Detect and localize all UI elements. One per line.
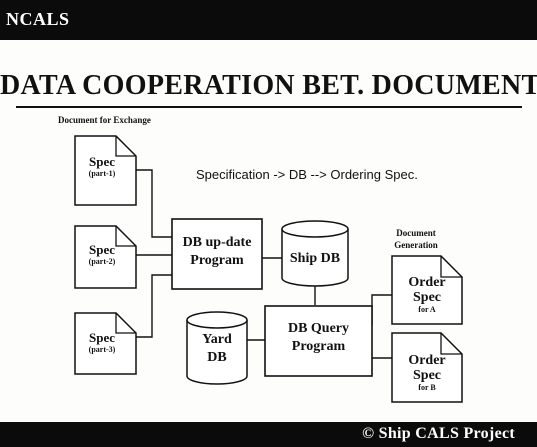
order-spec-a-label: Order Spec for A — [396, 275, 458, 315]
db-query-line2: Program — [291, 338, 346, 354]
connector-spec1-update — [136, 169, 172, 238]
db-update-line1: DB up-date — [182, 235, 252, 250]
doc-generation-line2: Generation — [394, 240, 438, 251]
spec-part-3-label: Spec (part-3) — [75, 331, 129, 354]
spec-part-2-part: (part-2) — [88, 256, 116, 266]
footer-bar: © Ship CALS Project — [0, 422, 537, 447]
spec-part-2-title: Spec — [89, 242, 115, 257]
db-query-program-label: DB Query Program — [265, 321, 372, 354]
title-underline — [16, 106, 522, 108]
order-b-line2: Spec — [413, 367, 441, 383]
spec-part-2-label: Spec (part-2) — [75, 243, 129, 266]
spec-part-1-label: Spec (part-1) — [75, 155, 129, 178]
document-for-exchange-label: Document for Exchange — [58, 115, 151, 125]
db-update-program-label: DB up-date Program — [172, 235, 262, 268]
connector-spec3-update — [136, 274, 172, 338]
doc-generation-line1: Document — [396, 228, 436, 238]
order-a-line2: Spec — [413, 289, 441, 305]
yard-db-label: Yard DB — [187, 332, 247, 365]
brand-label: NCALS — [6, 9, 70, 29]
spec-part-1-title: Spec — [89, 154, 115, 169]
connector-query-orderA — [371, 294, 392, 325]
order-spec-a-document — [391, 255, 463, 325]
order-spec-b-label: Order Spec for B — [396, 353, 458, 393]
footer-copyright: © Ship CALS Project — [362, 425, 515, 442]
ship-db-cylinder — [281, 229, 349, 287]
yard-db-line2: DB — [207, 349, 227, 365]
document-generation-label: Document Generation — [376, 228, 456, 251]
db-query-line1: DB Query — [287, 321, 350, 336]
spec-part-3-part: (part-3) — [88, 344, 116, 354]
yard-db-line1: Yard — [202, 332, 232, 347]
slide-title: DATA COOPERATION BET. DOCUMENTS — [0, 70, 537, 101]
order-a-line1: Order — [408, 275, 446, 290]
yard-db-cylinder — [186, 320, 248, 385]
order-spec-b-document — [391, 332, 463, 403]
db-update-line2: Program — [190, 252, 244, 268]
order-b-line1: Order — [408, 353, 446, 368]
db-query-program-box — [264, 305, 373, 377]
db-update-program-box — [171, 218, 263, 290]
spec-part-1-document — [74, 135, 137, 206]
spec-part-1-part: (part-1) — [88, 168, 116, 178]
order-a-for: for A — [418, 305, 436, 315]
spec-part-2-document — [74, 225, 137, 289]
header-bar: NCALS — [0, 0, 537, 40]
spec-part-3-title: Spec — [89, 330, 115, 345]
order-b-for: for B — [418, 383, 436, 393]
flow-caption: Specification -> DB --> Ordering Spec. — [196, 167, 418, 182]
spec-part-3-document — [74, 312, 137, 375]
ship-db-label: Ship DB — [289, 251, 341, 266]
